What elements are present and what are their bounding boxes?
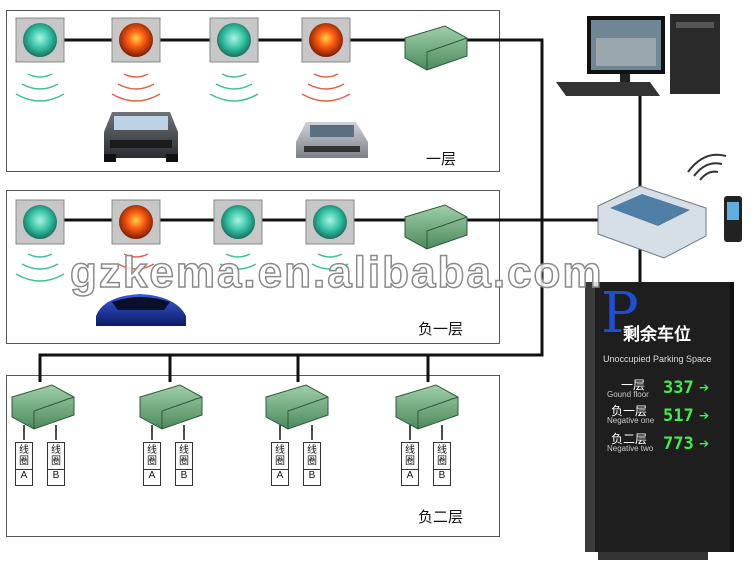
- car-suv: [104, 112, 178, 162]
- sign-subtitle: Unoccupied Parking Space: [603, 354, 712, 364]
- computer: [556, 14, 720, 96]
- floor-minus1-indicators: [16, 200, 354, 244]
- central-controller: [598, 186, 706, 258]
- arrow-right-icon: ➔: [699, 434, 709, 454]
- sign-row-value: 773: [663, 434, 694, 454]
- sign-row-en: Negative one: [607, 416, 654, 425]
- sign-row-en: Gound floor: [607, 390, 649, 399]
- phone: [724, 196, 742, 242]
- arrow-right-icon: ➔: [699, 406, 709, 426]
- parking-sign: P 剩余车位 Unoccupied Parking Space 一层 Gound…: [585, 282, 734, 552]
- signal-waves: [688, 155, 726, 180]
- sign-title: 剩余车位: [623, 320, 691, 345]
- sign-row-value: 337: [663, 378, 694, 398]
- watermark: gzkema.en.alibaba.com: [70, 248, 604, 298]
- car-sports: [96, 294, 186, 326]
- sign-row-en: Negative two: [607, 444, 653, 453]
- car-sedan: [296, 122, 368, 158]
- arrow-right-icon: ➔: [699, 378, 709, 398]
- sign-row-value: 517: [663, 406, 694, 426]
